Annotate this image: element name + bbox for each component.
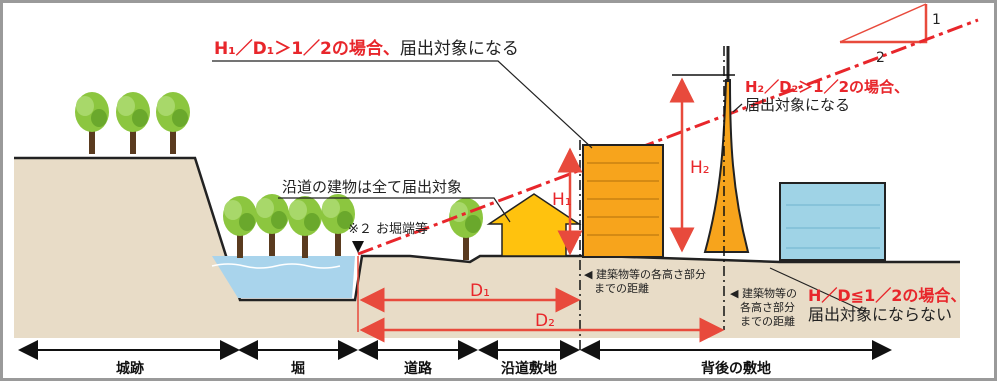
distance-note-1-line1: ◀ 建築物等の各高さ部分 bbox=[584, 267, 706, 281]
zone-label-roadside: 沿道敷地 bbox=[501, 360, 557, 377]
distance-note-2-line3: までの距離 bbox=[740, 314, 795, 328]
slope-ratio-triangle bbox=[839, 3, 928, 44]
moat-edge-annotation: ※２ お堀端等 bbox=[348, 221, 428, 237]
zone-label-road: 道路 bbox=[404, 360, 433, 377]
condition-3-black: 届出対象にならない bbox=[808, 305, 952, 324]
d2-label: D₂ bbox=[535, 311, 555, 331]
d1-label: D₁ bbox=[470, 281, 490, 301]
low-building bbox=[779, 182, 886, 261]
slope-rise-label: 1 bbox=[932, 12, 941, 28]
distance-note-1-line2: までの距離 bbox=[594, 281, 649, 295]
tower bbox=[703, 46, 750, 253]
zone-label-moat: 堀 bbox=[291, 361, 305, 377]
marker-triangle-icon bbox=[352, 241, 364, 253]
distance-note-2-line1: ◀ 建築物等の bbox=[730, 286, 797, 300]
zone-label-rear: 背後の敷地 bbox=[701, 360, 771, 377]
condition-2-black: 届出対象になる bbox=[745, 96, 850, 114]
leader-lines bbox=[212, 60, 867, 313]
distance-note-2-line2: 各高さ部分 bbox=[740, 300, 795, 314]
condition-3-red: H／D≦1／2の場合、 bbox=[808, 286, 966, 305]
roadside-annotation: 沿道の建物は全て届出対象 bbox=[282, 178, 462, 196]
low-building-lines bbox=[786, 204, 880, 249]
condition-1-black: 届出対象になる bbox=[400, 39, 519, 59]
condition-2-red: H₂／D₂＞1／2の場合、 bbox=[745, 78, 909, 96]
sight-line bbox=[357, 18, 979, 256]
condition-1-red: H₁／D₁＞1／2の場合、 bbox=[214, 38, 400, 59]
slope-run-label: 2 bbox=[876, 50, 885, 66]
mid-building bbox=[582, 144, 664, 258]
h1-label: H₁ bbox=[552, 190, 572, 210]
condition-1-annotation: H₁／D₁＞1／2の場合、届出対象になる bbox=[214, 38, 519, 59]
mid-building-lines bbox=[587, 162, 659, 236]
zone-label-castle: 城跡 bbox=[116, 360, 144, 377]
tree-icon bbox=[75, 92, 190, 154]
h2-label: H₂ bbox=[690, 158, 710, 178]
water-ripple bbox=[211, 263, 341, 269]
